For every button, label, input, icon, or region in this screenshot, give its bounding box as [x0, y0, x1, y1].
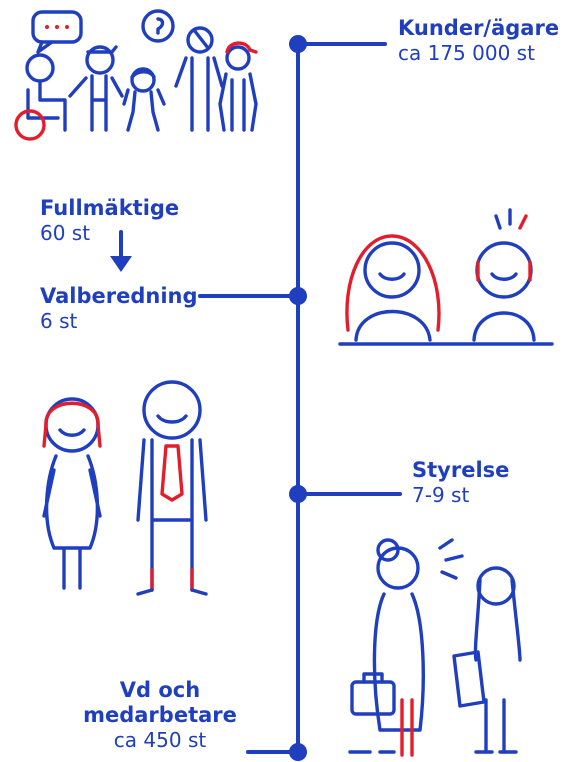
customers-group-illustration [14, 9, 258, 141]
timeline-node-styrelse [289, 485, 307, 503]
node-kunder-value: ca 175 000 st [398, 41, 535, 66]
node-styrelse-title: Styrelse [412, 458, 510, 482]
node-styrelse-label: Styrelse 7-9 st [412, 458, 509, 507]
node-styrelse-value: 7-9 st [412, 483, 470, 508]
node-kunder-title: Kunder/ägare [398, 16, 560, 40]
nomination-committee-illustration [338, 208, 554, 346]
board-meeting-illustration [348, 538, 522, 757]
node-vd-value: ca 450 st [113, 728, 207, 753]
node-kunder-label: Kunder/ägare ca 175 000 st [398, 16, 559, 65]
timeline-node-vd [289, 743, 307, 761]
down-arrow-icon [110, 230, 132, 272]
node-fullmaktige-title: Fullmäktige [40, 196, 180, 220]
ceo-staff-illustration [42, 380, 208, 596]
node-vd-label: Vd och medarbetare ca 450 st [80, 678, 240, 752]
timeline-node-kunder [289, 35, 307, 53]
node-fullmaktige-label: Fullmäktige 60 st [40, 196, 179, 245]
node-valberedning-label: Valberedning 6 st [40, 284, 198, 333]
node-fullmaktige-value: 60 st [40, 221, 91, 246]
timeline-node-valberedning [289, 287, 307, 305]
timeline [198, 35, 402, 761]
node-valberedning-value: 6 st [40, 309, 78, 334]
node-vd-title: Vd och medarbetare [83, 678, 237, 728]
node-valberedning-title: Valberedning [40, 284, 198, 308]
